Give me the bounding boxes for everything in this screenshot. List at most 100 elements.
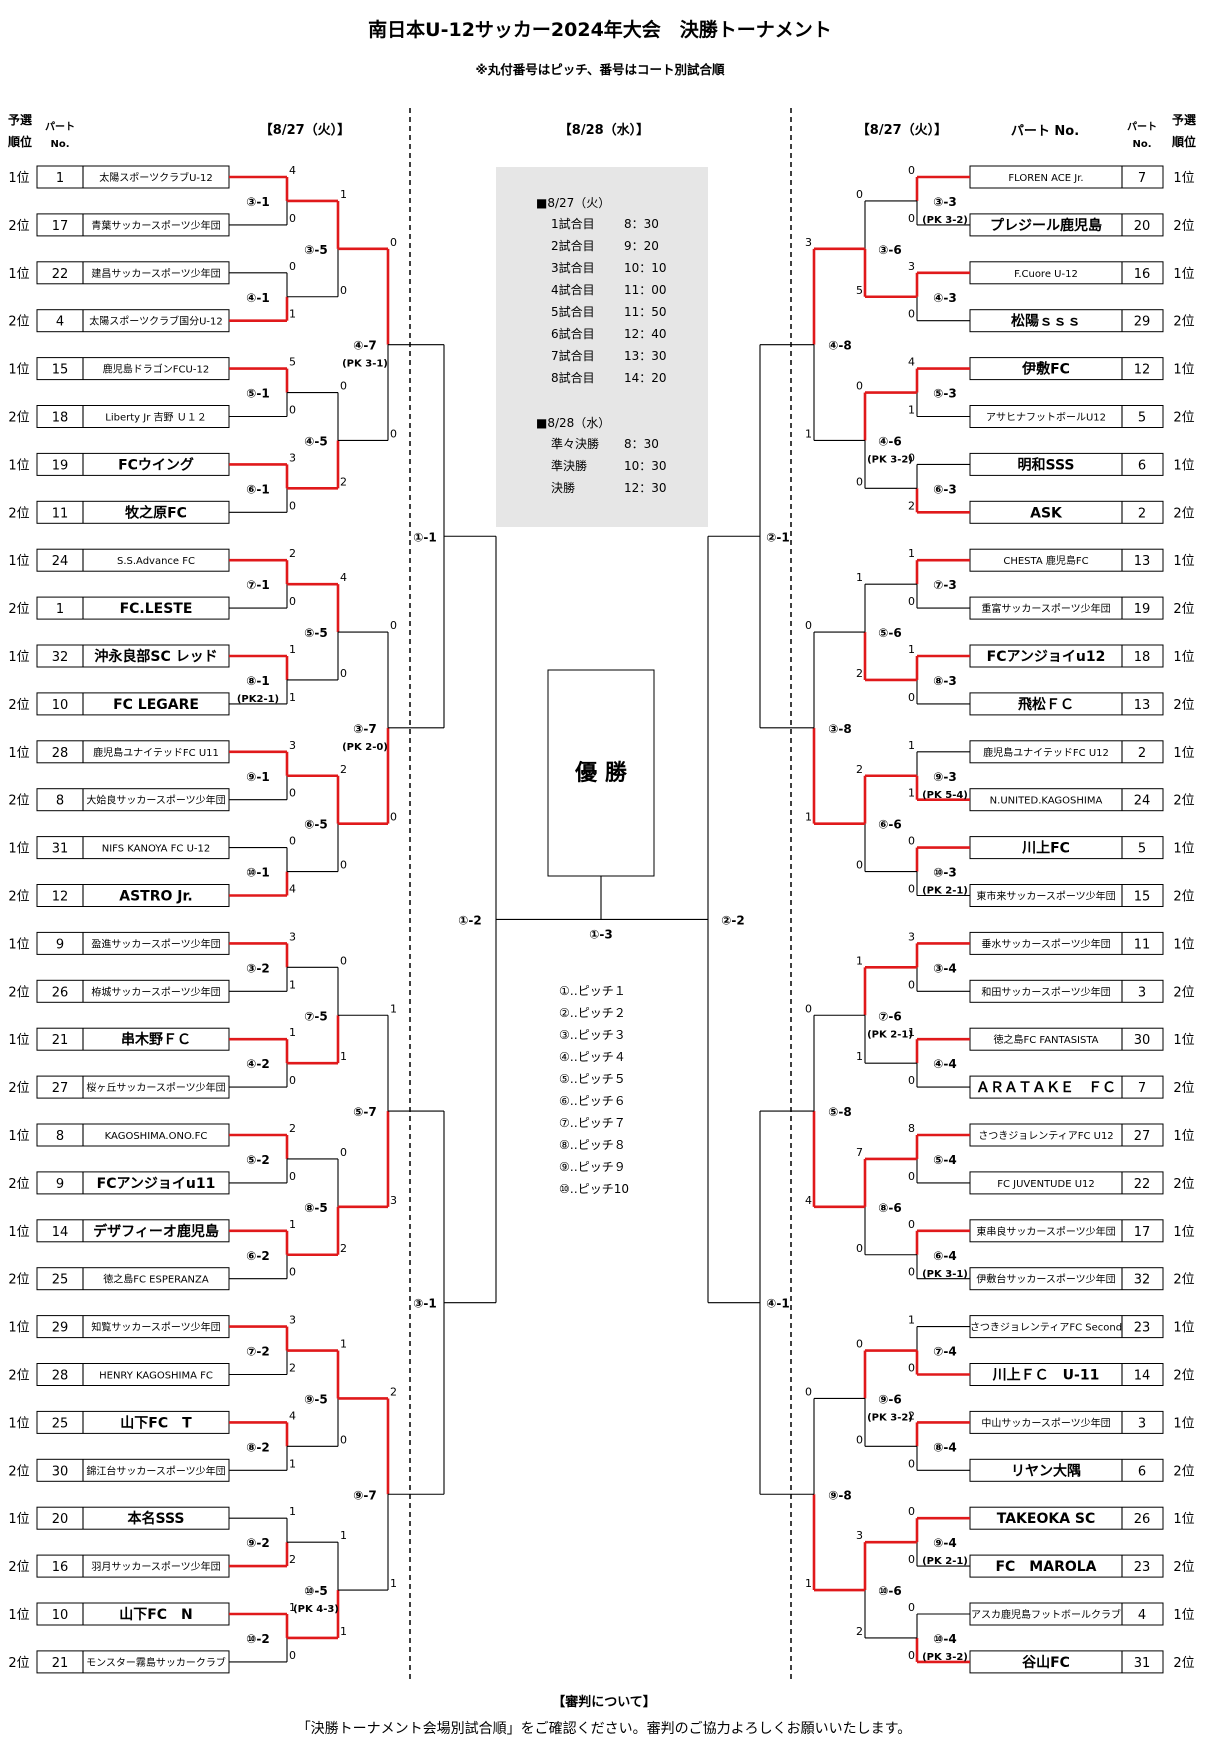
team-part-no: 26 — [52, 985, 69, 1000]
score: 0 — [340, 284, 347, 297]
match-label: ④-5 — [304, 434, 328, 448]
score: 3 — [856, 1529, 863, 1542]
score: 0 — [856, 1338, 863, 1351]
match-label: ⑧-5 — [304, 1201, 328, 1215]
team-part-no: 7 — [1138, 1081, 1146, 1096]
team-rank: 1位 — [1173, 842, 1194, 857]
team-part-no: 14 — [52, 1225, 69, 1240]
schedule-row-name: 3試合目 — [551, 260, 595, 275]
score: 3 — [289, 451, 296, 464]
team-part-no: 32 — [1134, 1273, 1151, 1288]
score: 1 — [340, 1338, 347, 1351]
score: 0 — [340, 1433, 347, 1446]
score: 1 — [289, 978, 296, 991]
team-name: 建昌サッカースポーツ少年団 — [91, 267, 220, 280]
team-part-no: 11 — [1134, 937, 1151, 952]
score: 1 — [908, 1314, 915, 1327]
team-part-no: 25 — [52, 1273, 69, 1288]
score: 0 — [908, 164, 915, 177]
schedule-row-time: 10：10 — [624, 261, 667, 275]
team-part-no: 4 — [1138, 1608, 1146, 1623]
team-rank: 2位 — [1173, 1464, 1194, 1479]
score: 2 — [340, 1242, 347, 1255]
team-part-no: 31 — [1134, 1656, 1151, 1671]
team-rank: 2位 — [8, 1081, 29, 1096]
pk-label: (PK 3-2) — [867, 1412, 913, 1423]
team-name: 伊敷台サッカースポーツ少年団 — [976, 1273, 1115, 1286]
score: 5 — [856, 284, 863, 297]
team-rank: 1位 — [1173, 937, 1194, 952]
pk-label: (PK 2-1) — [867, 1029, 913, 1040]
team-name: FCウイング — [118, 456, 194, 473]
match-label: ⑩-6 — [878, 1584, 902, 1598]
team-name: F.Cuore U-12 — [1014, 269, 1078, 280]
team-name: 本名SSS — [128, 1510, 185, 1527]
schedule-row-time: 11：50 — [624, 305, 667, 319]
team-name: 東串良サッカースポーツ少年団 — [976, 1225, 1115, 1238]
team-name: プレジール鹿児島 — [990, 217, 1102, 234]
match-label: ⑤-2 — [246, 1153, 270, 1167]
score: 1 — [289, 1505, 296, 1518]
match-label: ⑤-5 — [304, 626, 328, 640]
team-part-no: 6 — [1138, 458, 1146, 473]
score: 4 — [289, 164, 296, 177]
match-label: ⑦-1 — [246, 578, 270, 592]
score: 0 — [390, 619, 397, 632]
team-rank: 1位 — [1173, 1608, 1194, 1623]
team-part-no: 3 — [1138, 985, 1146, 1000]
team-name: ASK — [1030, 505, 1063, 521]
team-name: 鹿児島ドラゴンFCU-12 — [103, 363, 209, 376]
team-name: TAKEOKA SC — [997, 1511, 1096, 1527]
pk-label: (PK 3-2) — [867, 454, 913, 465]
team-part-no: 20 — [52, 1512, 69, 1527]
team-name: ASTRO Jr. — [119, 889, 192, 905]
match-label: ⑨-2 — [246, 1536, 270, 1550]
left-part-header-2: No. — [50, 139, 69, 150]
match-label: ①-1 — [413, 530, 437, 544]
team-part-no: 19 — [1134, 602, 1151, 617]
team-rank: 2位 — [1173, 411, 1194, 426]
schedule-row-time: 8：30 — [624, 217, 659, 231]
schedule-heading: ■8/27（火） — [536, 196, 610, 210]
score: 0 — [390, 427, 397, 440]
team-part-no: 23 — [1134, 1560, 1151, 1575]
team-part-no: 20 — [1134, 219, 1151, 234]
team-part-no: 10 — [52, 698, 69, 713]
match-label: ④-6 — [878, 434, 902, 448]
score: 3 — [289, 1314, 296, 1327]
match-label: ③-1 — [413, 1297, 437, 1311]
match-label: ⑤-1 — [246, 387, 270, 401]
team-part-no: 27 — [52, 1081, 69, 1096]
score: 0 — [390, 811, 397, 824]
team-name: アスカ鹿児島フットボールクラブ — [971, 1608, 1121, 1621]
score: 1 — [908, 739, 915, 752]
score: 0 — [289, 212, 296, 225]
score: 1 — [908, 404, 915, 417]
team-part-no: 30 — [52, 1464, 69, 1479]
team-name: FC.LESTE — [120, 601, 193, 617]
match-label: ⑩-2 — [246, 1632, 270, 1646]
pk-label: (PK 3-2) — [922, 215, 968, 226]
match-label: ③-4 — [933, 961, 957, 975]
match-label: ⑥-3 — [933, 482, 957, 496]
score: 1 — [805, 1577, 812, 1590]
team-name: 栫城サッカースポーツ少年団 — [91, 985, 220, 998]
team-rank: 1位 — [1173, 171, 1194, 186]
match-label: ⑤-4 — [933, 1153, 957, 1167]
score: 0 — [856, 380, 863, 393]
team-part-no: 4 — [56, 315, 64, 330]
team-rank: 2位 — [8, 1560, 29, 1575]
score: 0 — [908, 1553, 915, 1566]
score: 2 — [289, 1553, 296, 1566]
score: 0 — [856, 1242, 863, 1255]
team-name: さつきジョレンティアFC Second — [970, 1322, 1122, 1334]
match-label: ①-3 — [589, 927, 613, 941]
score: 2 — [856, 667, 863, 680]
team-rank: 1位 — [8, 458, 29, 473]
schedule-row-time: 12：40 — [624, 327, 667, 341]
match-label: ⑨-7 — [353, 1488, 377, 1502]
score: 1 — [289, 1601, 296, 1614]
match-label: ④-4 — [933, 1057, 957, 1071]
